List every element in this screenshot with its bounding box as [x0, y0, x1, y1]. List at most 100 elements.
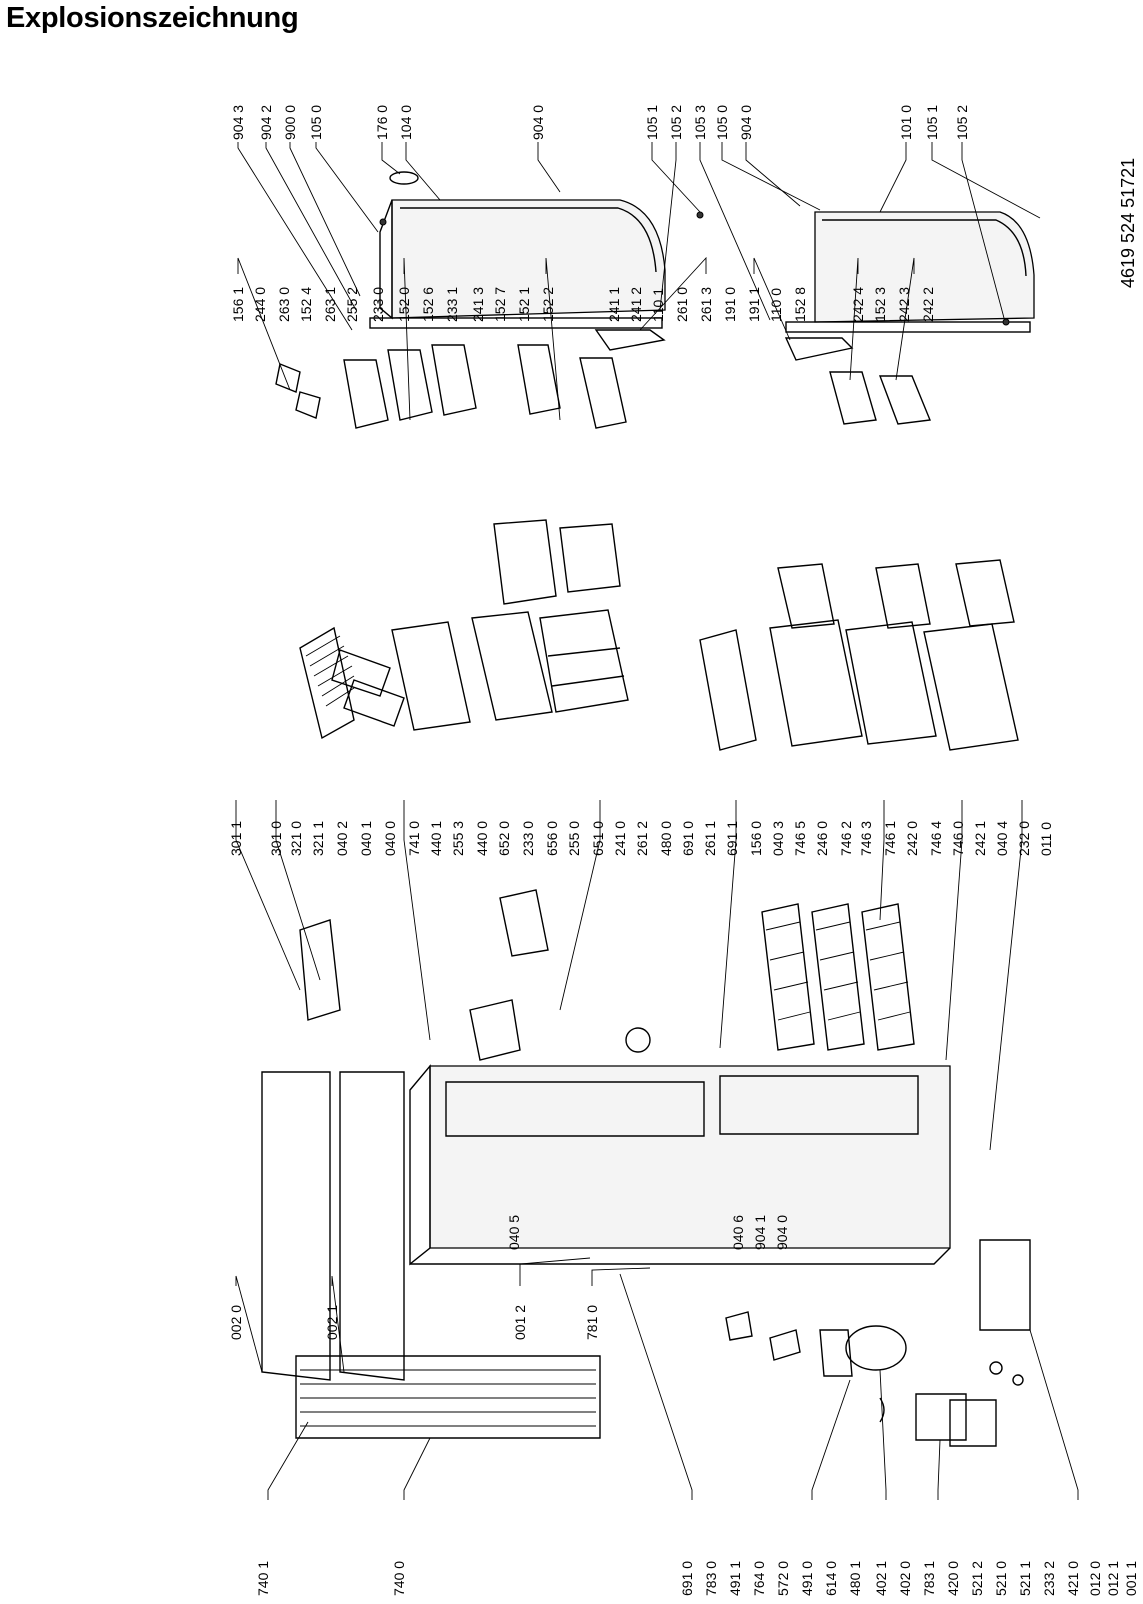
freezer-drawer-2: [845, 621, 937, 745]
callout-label: 904 3: [230, 105, 246, 140]
callout-label: 301 0: [268, 821, 284, 856]
callout-label: 480 0: [658, 821, 674, 856]
callout-label: 152 8: [792, 287, 808, 322]
callout-label: 691 0: [679, 1561, 695, 1596]
door-handle-upper: [594, 329, 666, 351]
callout-label: 233 1: [444, 287, 460, 322]
callout-label: 152 4: [298, 287, 314, 322]
callout-label: 011 0: [1038, 822, 1054, 856]
glass-shelf-b: [471, 611, 553, 721]
callout-label: 420 0: [945, 1561, 961, 1596]
leader-lines: [235, 142, 1079, 1500]
callout-label: 746 5: [792, 821, 808, 856]
callout-label: 521 2: [969, 1561, 985, 1596]
callout-label: 040 5: [506, 1215, 522, 1250]
callout-label: 040 2: [334, 821, 350, 856]
cover-plates: [261, 1071, 405, 1381]
callout-label: 152 7: [492, 287, 508, 322]
callout-label: 105 1: [644, 105, 660, 140]
lower-door: [785, 211, 1035, 333]
callout-label: 233 2: [1041, 1561, 1057, 1596]
callout-label: 105 3: [692, 105, 708, 140]
freezer-evaporators: [761, 903, 915, 1051]
callout-label: 101 0: [898, 105, 914, 140]
ice-tray: [699, 629, 757, 751]
top-cover: [261, 1071, 331, 1381]
callout-label: 152 1: [516, 287, 532, 322]
callout-label: 652 0: [496, 821, 512, 856]
callout-label: 402 1: [873, 1561, 889, 1596]
callout-label: 040 4: [994, 821, 1010, 856]
upper-door-gasket: [369, 317, 663, 329]
callout-label: 421 0: [1065, 1561, 1081, 1596]
fridge-compartment: [445, 1081, 705, 1137]
callout-label: 261 3: [698, 287, 714, 322]
callout-label: 105 0: [714, 105, 730, 140]
callout-label: 301 1: [228, 821, 244, 856]
callout-label: 152 0: [396, 287, 412, 322]
dairy-compartment: [493, 519, 557, 605]
callout-label: 572 0: [775, 1561, 791, 1596]
callout-label: 176 0: [374, 105, 390, 140]
callout-label: 746 2: [838, 821, 854, 856]
side-cover: [339, 1071, 405, 1381]
callout-label: 233 0: [370, 287, 386, 322]
callout-label: 255 3: [450, 821, 466, 856]
callout-label: 740 1: [255, 1561, 271, 1596]
control-panel: [299, 919, 341, 1021]
callout-label: 156 1: [230, 287, 246, 322]
callout-label: 263 1: [322, 287, 338, 322]
cabinet: [409, 1064, 951, 1266]
page-title: Explosionszeichnung: [6, 2, 299, 34]
callout-label: 002 1: [324, 1305, 340, 1340]
callout-label: 242 1: [972, 821, 988, 856]
callout-label: 152 3: [872, 287, 888, 322]
callout-label: 746 1: [882, 821, 898, 856]
callout-label: 242 2: [920, 287, 936, 322]
callout-label: 691 1: [724, 821, 740, 856]
callout-label: 242 0: [904, 821, 920, 856]
callout-label: 741 0: [406, 821, 422, 856]
callout-label: 104 0: [398, 105, 414, 140]
shelves-and-drawers: [299, 519, 1019, 751]
callout-label: 614 0: [823, 1561, 839, 1596]
callout-label: 904 0: [774, 1215, 790, 1250]
compressor: [845, 1325, 907, 1371]
upper-door: [369, 171, 704, 329]
callout-label: 321 1: [310, 821, 326, 856]
freezer-flap-2: [875, 563, 931, 629]
callout-label: 105 2: [668, 105, 684, 140]
freezer-drawer-1: [769, 619, 863, 747]
callout-label: 900 0: [282, 105, 298, 140]
callout-label: 001 2: [512, 1305, 528, 1340]
callout-label: 040 0: [382, 821, 398, 856]
base-plate: [979, 1239, 1031, 1331]
callout-label: 255 2: [344, 287, 360, 322]
freezer-drawer-3: [923, 623, 1019, 751]
callout-label: 232 0: [1016, 821, 1032, 856]
wire-shelf: [299, 626, 355, 740]
glass-shelf-a: [391, 621, 471, 731]
callout-label: 261 2: [634, 821, 650, 856]
callout-label: 233 0: [520, 821, 536, 856]
callout-label: 242 3: [896, 287, 912, 322]
callout-label: 491 0: [799, 1561, 815, 1596]
callout-label: 746 4: [928, 821, 944, 856]
callout-label: 321 0: [288, 821, 304, 856]
callout-label: 110 1: [650, 288, 666, 322]
callout-label: 261 1: [702, 821, 718, 856]
compressor-assembly: [725, 1239, 1031, 1447]
callout-label: 691 0: [680, 821, 696, 856]
callout-label: 440 1: [428, 821, 444, 856]
callout-label: 246 0: [814, 821, 830, 856]
callout-label: 110 0: [768, 288, 784, 322]
callout-label: 263 0: [276, 287, 292, 322]
callout-label: 402 0: [897, 1561, 913, 1596]
door-balconies: [275, 329, 931, 429]
callout-label: 241 1: [606, 287, 622, 322]
callout-label: 480 1: [847, 1561, 863, 1596]
callout-label: 012 1: [1105, 1561, 1121, 1596]
callout-label: 781 0: [584, 1305, 600, 1340]
